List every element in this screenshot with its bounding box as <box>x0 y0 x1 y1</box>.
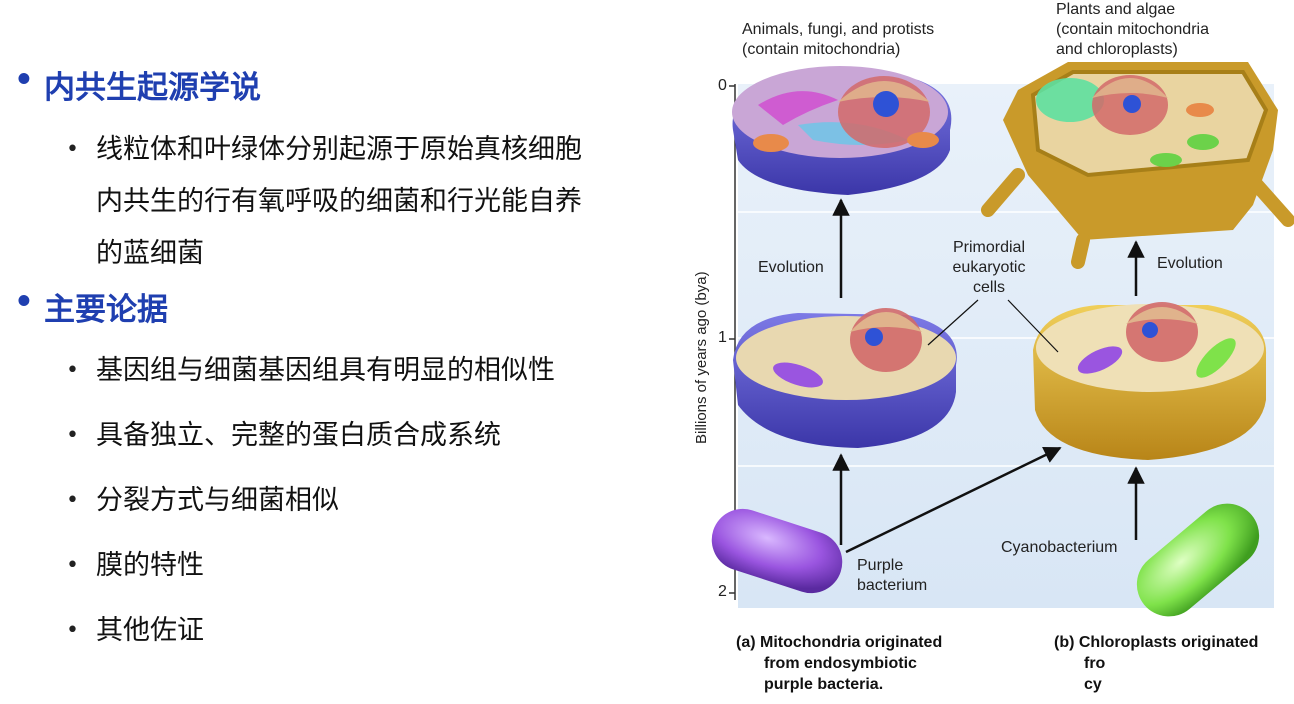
evidence-item: • 基因组与细菌基因组具有明显的相似性 <box>66 345 555 397</box>
evidence-text: 分裂方式与细菌相似 <box>96 485 339 516</box>
evidence-text: 其他佐证 <box>96 615 204 646</box>
desc-line-2: 内共生的行有氧呼吸的细菌和行光能自养 <box>96 186 582 217</box>
caption-b-line-1: (b) Chloroplasts originated <box>1054 634 1259 651</box>
label-cyanobacterium: Cyanobacterium <box>1001 539 1118 556</box>
heading-text: 主要论据 <box>44 292 168 328</box>
bullet-dot: • <box>66 488 79 513</box>
bullet-list: • 内共生起源学说 • 线粒体和叶绿体分别起源于原始真核细胞 内共生的行有氧呼吸… <box>14 62 582 657</box>
heading-text: 内共生起源学说 <box>44 70 261 106</box>
desc-line-3: 的蓝细菌 <box>96 238 204 269</box>
label-animals-line-1: Animals, fungi, and protists <box>742 21 935 38</box>
evidence-text: 膜的特性 <box>96 550 204 581</box>
figure-art <box>711 62 1294 617</box>
cyanobacterium <box>1136 503 1260 617</box>
label-primordial-line-3: cells <box>972 279 1005 296</box>
evidence-item: • 具备独立、完整的蛋白质合成系统 <box>66 410 501 462</box>
tick-0: 0 <box>718 77 727 94</box>
bullet-dot: • <box>66 423 79 448</box>
bullet-dot: • <box>66 137 79 162</box>
arrow-purple-to-plant <box>845 446 1062 554</box>
caption-a-line-1: (a) Mitochondria originated <box>736 634 943 651</box>
label-animals: Animals, fungi, and protists (contain mi… <box>742 20 934 60</box>
label-evolution-left: Evolution <box>758 259 824 276</box>
label-plants-line-3: and chloroplasts) <box>1056 41 1178 58</box>
bullet-dot: • <box>66 358 79 383</box>
label-purple-bacterium: Purple bacterium <box>857 556 927 596</box>
plant-cell <box>981 62 1294 269</box>
bullet-dot: • <box>66 553 79 578</box>
primordial-cell-right <box>1033 302 1267 460</box>
primordial-cell-left <box>733 308 957 448</box>
caption-a-line-3: purple bacteria. <box>764 676 884 693</box>
tick-2: 2 <box>718 583 727 600</box>
label-primordial: Primordial eukaryotic cells <box>944 238 1034 298</box>
bullet-dot: • <box>14 284 34 320</box>
label-plants-line-1: Plants and algae <box>1056 1 1176 18</box>
caption-b-line-2: fro <box>1084 655 1106 672</box>
caption-b-line-3: cy <box>1084 676 1102 693</box>
label-purple-line-1: Purple <box>857 557 904 574</box>
label-animals-line-2: (contain mitochondria) <box>742 41 901 58</box>
label-purple-line-2: bacterium <box>857 577 928 594</box>
evidence-item: • 分裂方式与细菌相似 <box>66 475 339 527</box>
evidence-text: 具备独立、完整的蛋白质合成系统 <box>96 420 501 451</box>
desc-line-1: 线粒体和叶绿体分别起源于原始真核细胞 <box>96 134 582 165</box>
animal-cell <box>732 66 952 195</box>
evidence-text: 基因组与细菌基因组具有明显的相似性 <box>96 355 555 386</box>
label-primordial-line-1: Primordial <box>952 239 1025 256</box>
label-plants-line-2: (contain mitochondria <box>1056 21 1209 38</box>
label-evolution-right: Evolution <box>1157 255 1223 272</box>
caption-a: (a) Mitochondria originated from endosym… <box>736 632 942 695</box>
theory-description: • 线粒体和叶绿体分别起源于原始真核细胞 内共生的行有氧呼吸的细菌和行光能自养 … <box>66 124 582 280</box>
caption-a-line-2: from endosymbiotic <box>764 655 917 672</box>
evidence-item: • 其他佐证 <box>66 605 204 657</box>
label-plants: Plants and algae (contain mitochondria a… <box>1056 0 1209 60</box>
bullet-dot: • <box>66 618 79 643</box>
tick-1: 1 <box>718 329 727 346</box>
purple-bacterium <box>711 508 843 594</box>
y-axis-label: Billions of years ago (bya) <box>693 271 710 444</box>
evidence-item: • 膜的特性 <box>66 540 204 592</box>
bullet-dot: • <box>14 62 34 98</box>
endosymbiosis-figure: Animals, fungi, and protists (contain mi… <box>688 0 1294 700</box>
caption-b: (b) Chloroplasts originated fro cy <box>1054 632 1258 695</box>
label-primordial-line-2: eukaryotic <box>952 259 1026 276</box>
